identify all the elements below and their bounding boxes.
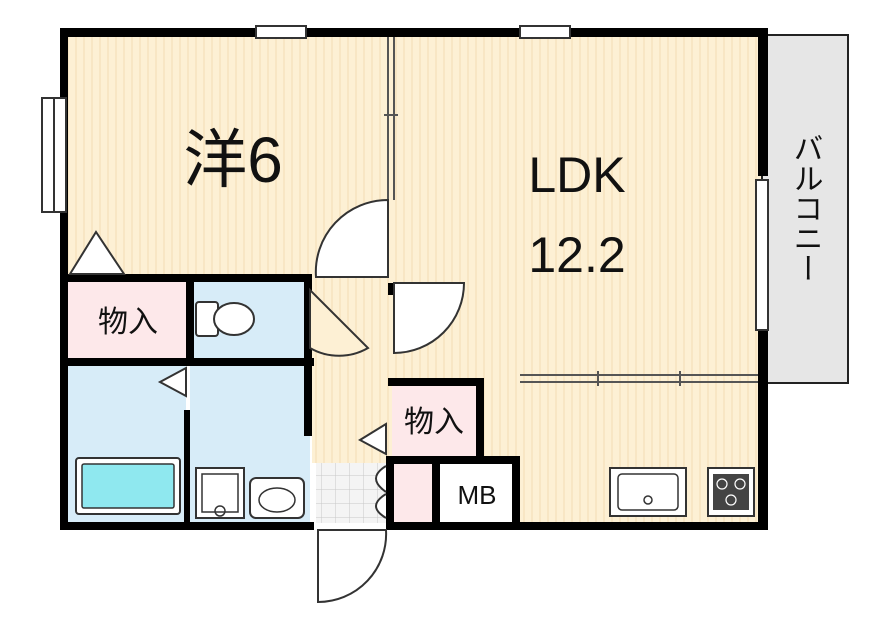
walls	[60, 28, 768, 530]
storage-center-floor	[392, 386, 478, 460]
storage-center-label: 物入	[404, 406, 464, 439]
ldk-area-label: 12.2	[528, 227, 625, 283]
western-room-label: 洋6	[183, 124, 283, 196]
wash-basin-fixture	[249, 477, 305, 519]
kitchen-counter-partition	[520, 371, 758, 386]
shoe-storage-floor	[392, 463, 434, 523]
sliding-partition	[384, 37, 398, 200]
ldk-floor	[392, 33, 762, 383]
bathtub-fixture	[75, 457, 181, 515]
meter-box-label: MB	[458, 480, 497, 510]
storage-left-label: 物入	[98, 306, 158, 339]
storage-left-floor	[66, 280, 190, 360]
meter-box-floor	[438, 463, 516, 523]
doors	[68, 198, 466, 604]
washing-machine-fixture	[195, 467, 245, 519]
balcony-area	[761, 34, 849, 384]
kitchen-sink-fixture	[609, 467, 687, 517]
ldk-label: LDK	[528, 147, 625, 203]
windows	[41, 25, 769, 331]
toilet-fixture	[195, 301, 255, 337]
stove-fixture	[707, 467, 755, 517]
balcony-label: バルコニー	[789, 133, 822, 283]
